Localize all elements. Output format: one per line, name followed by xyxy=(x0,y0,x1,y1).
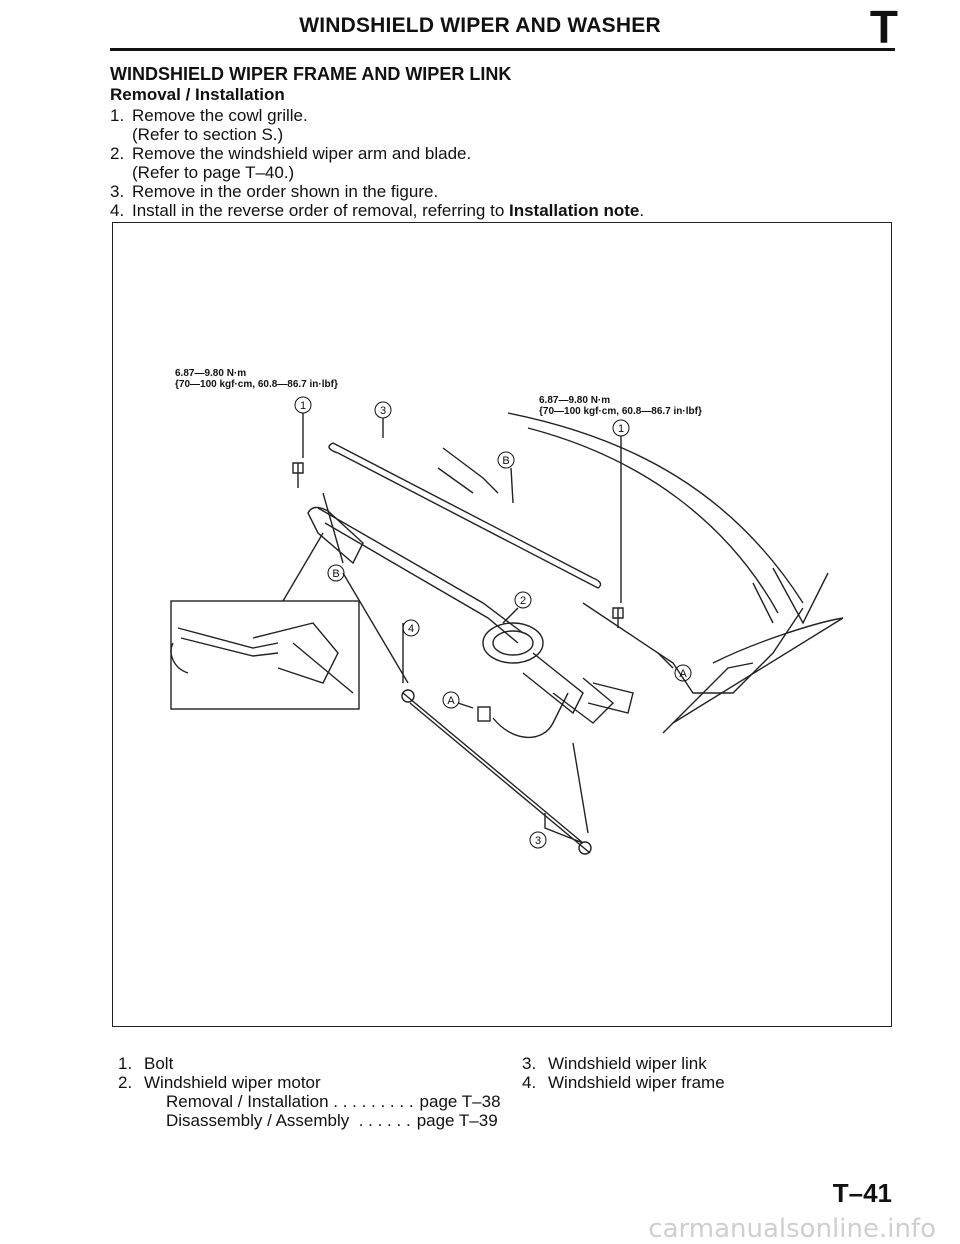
callout-a-right: A xyxy=(674,664,692,682)
installation-note-reference: Installation note xyxy=(509,201,640,220)
step-text-prefix: Install in the reverse order of removal,… xyxy=(132,201,509,220)
legend-left: 1. Bolt 2. Windshield wiper motor Remova… xyxy=(118,1054,501,1130)
torque-nm: 6.87—9.80 N·m xyxy=(175,368,247,379)
step-number: 2. xyxy=(110,144,125,163)
callout-3-top: 3 xyxy=(374,401,392,419)
callout-1-right: 1 xyxy=(612,419,630,437)
step-note: (Refer to section S.) xyxy=(132,125,284,144)
callout-label: 1 xyxy=(618,423,624,435)
callout-b-lower: B xyxy=(327,564,345,582)
callout-label: B xyxy=(332,568,339,580)
callout-label: 3 xyxy=(535,835,541,847)
step-3: 3. Remove in the order shown in the figu… xyxy=(110,182,644,201)
subref-label: Removal / Installation . . . . . . . . . xyxy=(166,1092,414,1111)
step-text: Remove the cowl grille. xyxy=(132,106,308,125)
torque-imperial: {70—100 kgf·cm, 60.8—86.7 in·lbf} xyxy=(175,379,338,390)
subref-page: page T–38 xyxy=(419,1092,501,1111)
callout-3-bottom: 3 xyxy=(529,831,547,849)
step-text: Remove in the order shown in the figure. xyxy=(132,182,439,201)
legend-right: 3. Windshield wiper link 4. Windshield w… xyxy=(522,1054,725,1092)
legend-item-2: 2. Windshield wiper motor xyxy=(118,1073,501,1092)
callout-2: 2 xyxy=(514,591,532,609)
legend-number: 2. xyxy=(118,1073,133,1092)
step-1: 1. Remove the cowl grille. xyxy=(110,106,644,125)
legend-label: Windshield wiper link xyxy=(548,1054,707,1073)
legend-item-3: 3. Windshield wiper link xyxy=(522,1054,725,1073)
section-title: WINDSHIELD WIPER FRAME AND WIPER LINK xyxy=(110,64,512,84)
legend-item-4: 4. Windshield wiper frame xyxy=(522,1073,725,1092)
subref-label: Disassembly / Assembly . . . . . . xyxy=(166,1111,411,1130)
wiper-assembly-drawing: 1 3 1 B B 2 4 xyxy=(170,396,844,855)
callout-label: 2 xyxy=(520,595,526,607)
callout-b-upper: B xyxy=(497,451,515,469)
step-text: Remove the windshield wiper arm and blad… xyxy=(132,144,472,163)
legend-number: 1. xyxy=(118,1054,133,1073)
step-4: 4. Install in the reverse order of remov… xyxy=(110,201,644,220)
torque-nm: 6.87—9.80 N·m xyxy=(539,395,611,406)
section-subtitle: Removal / Installation xyxy=(110,85,285,104)
legend-number: 4. xyxy=(522,1073,537,1092)
callout-label: A xyxy=(679,668,687,680)
legend-subref-disassembly: Disassembly / Assembly . . . . . . page … xyxy=(118,1111,501,1130)
torque-spec-right: 6.87—9.80 N·m {70—100 kgf·cm, 60.8—86.7 … xyxy=(539,395,702,417)
torque-spec-left: 6.87—9.80 N·m {70—100 kgf·cm, 60.8—86.7 … xyxy=(175,368,338,390)
step-2: 2. Remove the windshield wiper arm and b… xyxy=(110,144,644,163)
callout-label: A xyxy=(447,695,455,707)
callout-a-left: A xyxy=(442,691,460,709)
page-number: T–41 xyxy=(832,1178,892,1208)
section-letter: T xyxy=(869,1,898,53)
legend-number: 3. xyxy=(522,1054,537,1073)
watermark-text: carmanualsonline.info xyxy=(648,1214,936,1244)
exploded-view-figure: 1 3 1 B B 2 4 xyxy=(112,222,892,1027)
procedure-steps: 1. Remove the cowl grille. (Refer to sec… xyxy=(110,106,644,220)
legend-label: Windshield wiper frame xyxy=(548,1073,725,1092)
step-text: Install in the reverse order of removal,… xyxy=(132,201,644,220)
subref-page: page T–39 xyxy=(416,1111,498,1130)
page-header-title: WINDSHIELD WIPER AND WASHER xyxy=(299,14,661,37)
callout-label: 4 xyxy=(408,623,414,635)
callout-1-left: 1 xyxy=(294,396,312,414)
legend-subref-removal: Removal / Installation . . . . . . . . .… xyxy=(118,1092,501,1111)
torque-imperial: {70—100 kgf·cm, 60.8—86.7 in·lbf} xyxy=(539,406,702,417)
legend-label: Windshield wiper motor xyxy=(144,1073,321,1092)
callout-label: 3 xyxy=(380,405,386,417)
callout-4: 4 xyxy=(402,619,420,637)
step-note: (Refer to page T–40.) xyxy=(132,163,295,182)
callout-label: B xyxy=(502,455,509,467)
step-number: 3. xyxy=(110,182,125,201)
legend-label: Bolt xyxy=(144,1054,174,1073)
step-text-suffix: . xyxy=(639,201,645,220)
header-rule xyxy=(110,48,895,51)
watermark-bar: carmanualsonline.info xyxy=(0,1212,960,1244)
step-number: 1. xyxy=(110,106,125,125)
step-number: 4. xyxy=(110,201,125,220)
callout-label: 1 xyxy=(300,400,306,412)
legend-item-1: 1. Bolt xyxy=(118,1054,501,1073)
